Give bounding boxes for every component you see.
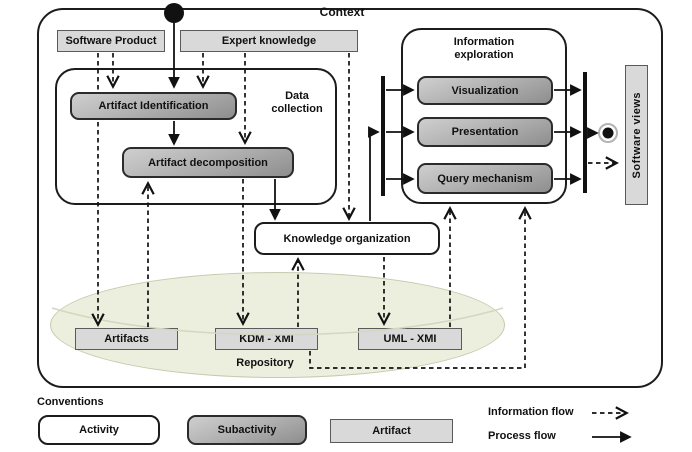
legend-process-flow-label: Process flow (488, 430, 556, 442)
legend-information-flow-label: Information flow (488, 406, 574, 418)
uml-xmi-box: UML - XMI (358, 328, 462, 350)
legend-title: Conventions (37, 396, 104, 408)
legend-artifact-box: Artifact (330, 419, 453, 443)
context-label: Context (319, 5, 365, 19)
repository-label: Repository (236, 357, 294, 369)
information-exploration-box (401, 28, 567, 204)
presentation-box: Presentation (417, 117, 553, 147)
query-mechanism-box: Query mechanism (417, 163, 553, 194)
legend-activity-box: Activity (38, 415, 160, 445)
legend-subactivity-box: Subactivity (187, 415, 307, 445)
expert-knowledge-box: Expert knowledge (180, 30, 358, 52)
software-views-label: Software views (630, 91, 643, 179)
artifact-decomposition-box: Artifact decomposition (122, 147, 294, 178)
data-collection-label: Data collection (271, 90, 323, 115)
software-product-box: Software Product (57, 30, 165, 52)
kdm-xmi-box: KDM - XMI (215, 328, 318, 350)
knowledge-organization-box: Knowledge organization (254, 222, 440, 255)
data-collection-box (55, 68, 337, 205)
visualization-box: Visualization (417, 76, 553, 105)
artifacts-box: Artifacts (75, 328, 178, 350)
software-views-box: Software views (625, 65, 648, 205)
information-exploration-label: Information exploration (453, 36, 515, 61)
artifact-identification-box: Artifact Identification (70, 92, 237, 120)
